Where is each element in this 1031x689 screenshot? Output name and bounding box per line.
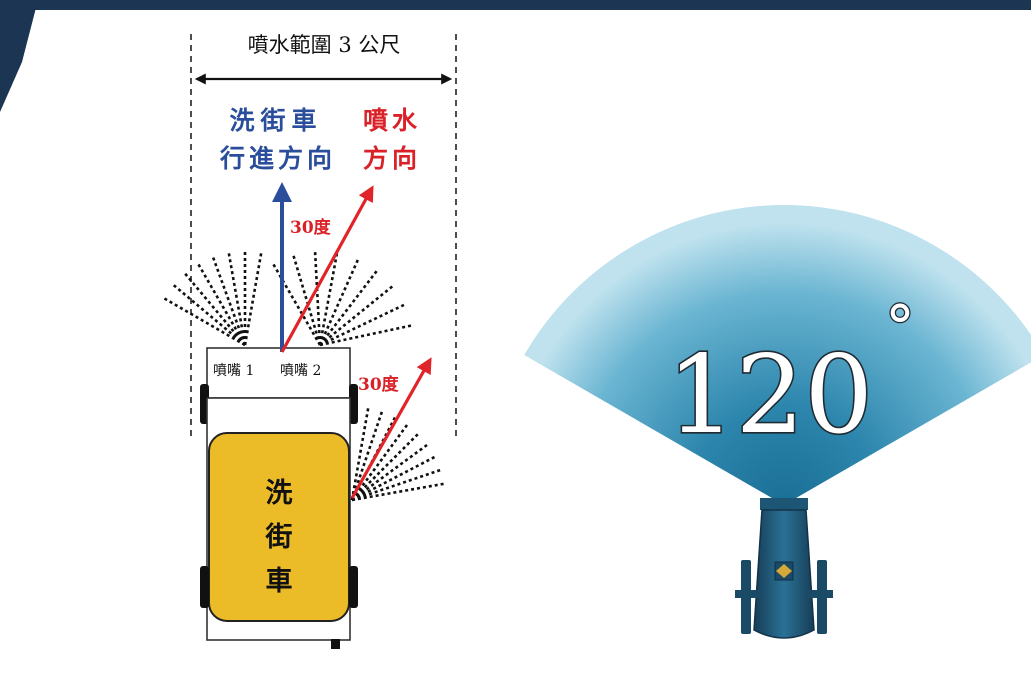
spray-streak [351,454,437,502]
spray-streak [196,262,247,346]
fan-degree-symbol: ° [885,293,915,363]
truck-label-char-3: 車 [266,566,293,597]
spray-direction-line1: 噴水 [363,106,421,135]
spray-fan [524,205,1031,505]
rear-hitch [331,639,340,649]
spray-streak [291,253,322,346]
spray-fan-illustration: 120 ° [524,205,1031,639]
travel-direction-line2: 行進方向 [219,144,336,173]
truck-body [208,432,350,622]
wheel-rear-left [200,566,209,608]
truck-label-char-2: 街 [265,522,293,553]
fan-angle-value: 120 [667,333,873,458]
spray-streak [319,323,414,347]
spray-nozzle-icon [735,498,833,639]
spray-streak [351,442,430,502]
side-spray-plume [350,406,446,502]
spray-streak [351,431,421,501]
spray-streak [182,271,246,346]
nozzle-housing [206,347,351,399]
wheel-front-right [349,384,358,424]
side-spray-direction-arrow [350,357,432,499]
spray-streak [318,251,339,346]
spray-streak [313,250,322,346]
spray-streak [162,296,246,347]
front-spray-plume [162,250,414,347]
spray-range-label: 噴水範圍 3 公尺 [248,33,401,57]
spray-streak [318,268,379,346]
spray-streak [351,468,443,502]
nozzle-emblem-icon [774,561,794,581]
spray-streak [243,251,263,346]
spray-streak [211,255,247,346]
nozzle-1-label: 噴嘴 1 [213,363,254,379]
spray-streak [319,284,395,347]
spray-direction-line2: 方向 [363,144,421,173]
truck-label-char-1: 洗 [266,478,293,509]
spray-streak [319,302,407,347]
spray-streak [171,282,246,346]
spray-streak [318,257,360,346]
spray-streak [227,251,247,346]
spray-streak [350,422,410,501]
front-angle-label: 30度 [290,217,332,238]
top-banner [0,0,1031,10]
front-spray-direction-arrow [280,185,374,353]
spray-streak [350,415,398,501]
side-angle-label: 30度 [358,374,400,395]
wheel-rear-right [349,566,358,608]
corner-accent [0,0,38,112]
spray-streak [351,482,446,502]
nozzle-2-label: 噴嘴 2 [280,363,321,379]
spray-range-diagram: 噴水範圍 3 公尺 洗街車 行進方向 噴水 方向 噴嘴 1 噴嘴 2 洗 街 車… [162,33,457,649]
spray-streak [271,262,322,346]
travel-direction-line1: 洗街車 [229,106,322,135]
spray-streak [350,409,384,501]
spray-streak [350,406,370,501]
